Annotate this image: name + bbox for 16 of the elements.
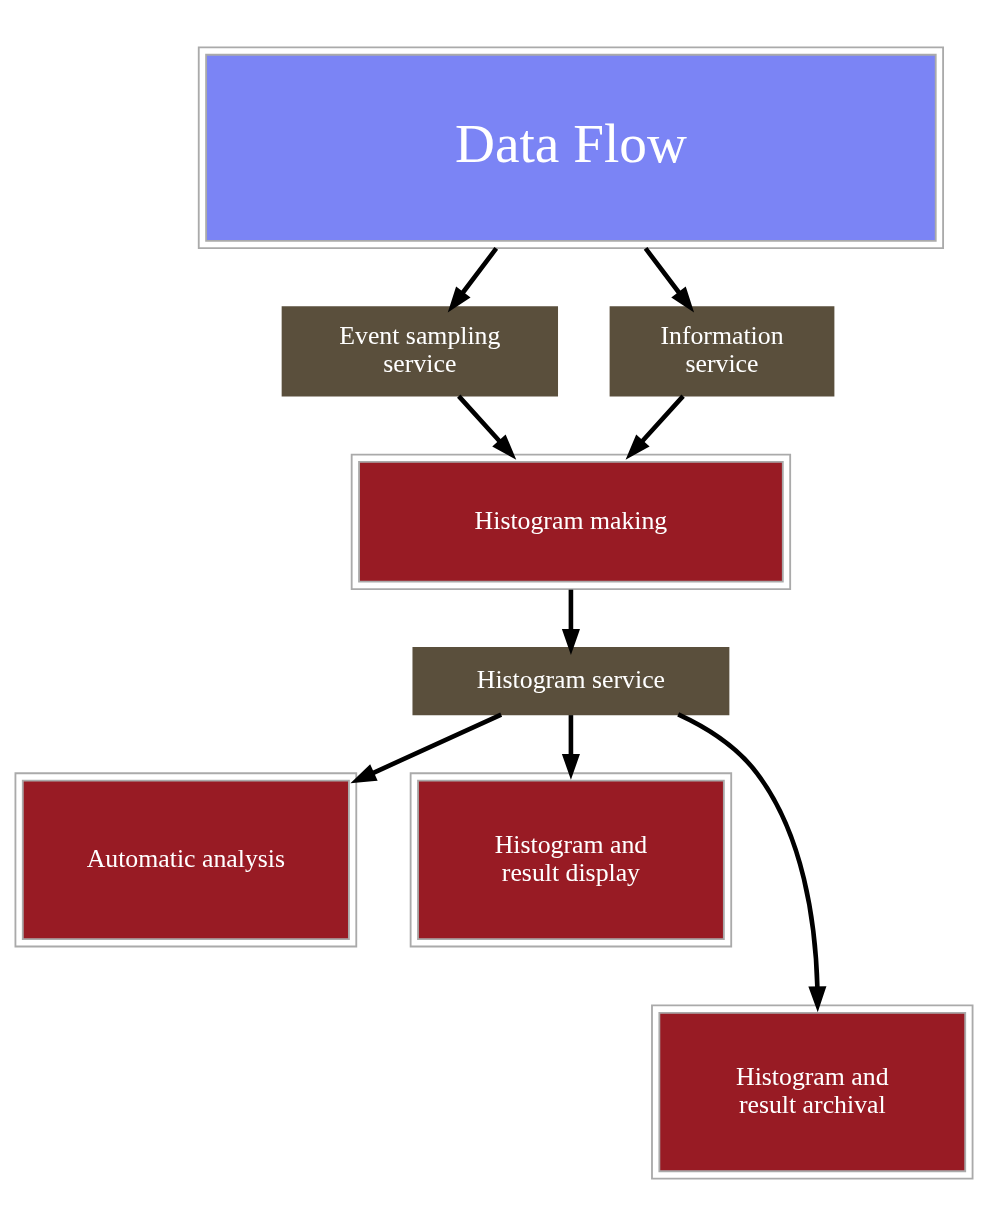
arrow <box>643 246 695 313</box>
node-box: Data Flow <box>197 45 944 249</box>
arrow <box>625 394 685 460</box>
arrow <box>457 394 517 460</box>
arrow <box>561 714 580 780</box>
node-box: Event sampling service <box>281 305 558 396</box>
node-box: Automatic analysis <box>14 771 358 947</box>
arrow <box>561 589 580 655</box>
node-box: Histogram service <box>412 646 730 715</box>
node-box: Histogram and result archival <box>651 1004 974 1180</box>
node-box: Information service <box>609 305 835 396</box>
arrow <box>350 712 503 783</box>
node-box: Histogram and result display <box>409 771 733 947</box>
arrow <box>447 246 499 313</box>
node-box: Histogram making <box>350 453 792 590</box>
arrow <box>677 711 827 1012</box>
